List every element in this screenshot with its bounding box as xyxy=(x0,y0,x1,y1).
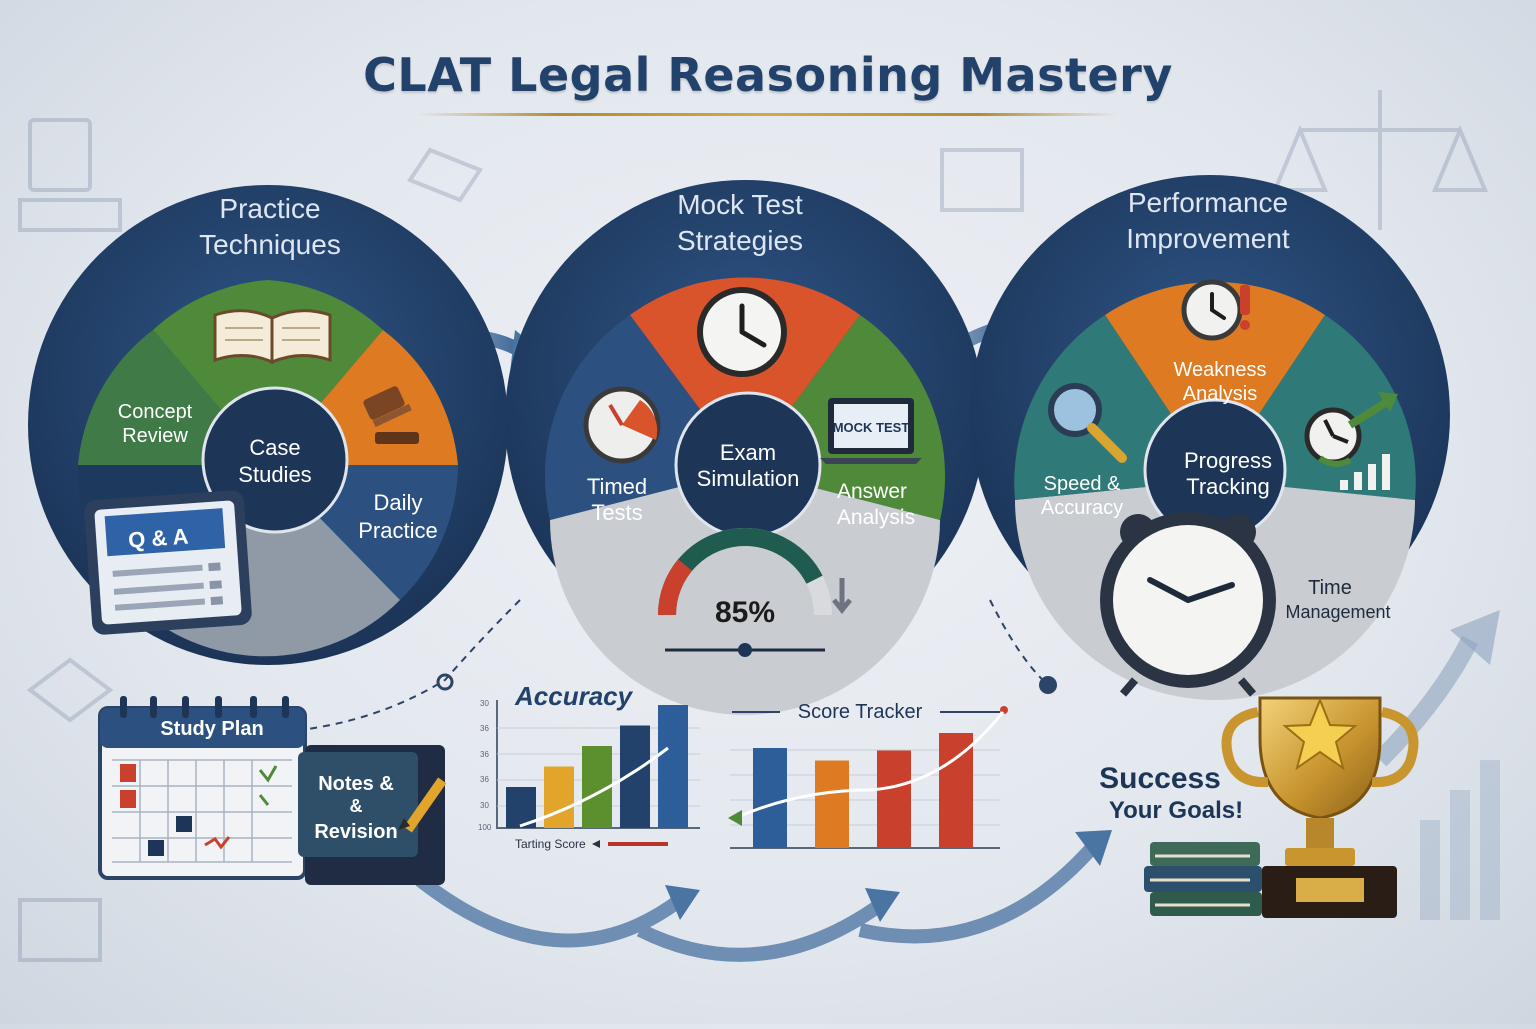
wheel-3-heading-line-1: Performance xyxy=(1128,187,1288,218)
study-plan-label: Study Plan xyxy=(160,718,263,740)
pencil-icon xyxy=(398,777,447,833)
alarm-clock-icon xyxy=(1100,512,1276,697)
accuracy-y-tick-3: 36 xyxy=(480,750,489,759)
study-plan-calendar: Study Plan xyxy=(98,696,307,880)
wheel-2-center-line-1: Exam xyxy=(720,440,776,465)
score-gauge: 85% xyxy=(657,528,852,657)
wheel-1-heading-line-1: Practice xyxy=(219,193,320,224)
clock-icon xyxy=(697,287,787,377)
wheel-1-concept-review-line-1: Concept xyxy=(118,401,193,423)
wheel-3-center-line-2: Tracking xyxy=(1186,474,1270,499)
laptop-icon: MOCK TEST xyxy=(820,398,922,464)
accuracy-y-tick-2: 36 xyxy=(480,724,489,733)
wheel-3-time-line-1: Time xyxy=(1308,577,1352,599)
wheel-2-heading-line-1: Mock Test xyxy=(677,189,803,220)
score-bar-4 xyxy=(939,733,973,848)
notes-label-line-3: Revision xyxy=(314,821,397,843)
accuracy-y-tick-1: 30 xyxy=(480,699,489,708)
wheel-3-time-line-2: Management xyxy=(1285,602,1390,622)
wheel-2-center-line-2: Simulation xyxy=(697,466,800,491)
books-icon xyxy=(1144,842,1262,916)
wheel-2-timed-tests-line-2: Tests xyxy=(591,500,642,525)
wheel-3-heading-line-2: Improvement xyxy=(1126,223,1290,254)
wheel-1-heading-line-2: Techniques xyxy=(199,229,341,260)
wheel-3-weakness-line-2: Analysis xyxy=(1183,383,1257,405)
accuracy-legend: Tarting Score xyxy=(515,837,586,851)
wheel-3-speed-accuracy-line-2: Accuracy xyxy=(1041,497,1123,519)
wheel-1-daily-practice-line-1: Daily xyxy=(374,490,423,515)
alert-clock-icon xyxy=(1181,279,1250,341)
accuracy-y-tick-5: 30 xyxy=(480,801,489,810)
laptop-label: MOCK TEST xyxy=(833,420,910,435)
book-icon xyxy=(213,309,332,365)
accuracy-bar-2 xyxy=(544,766,574,828)
wheel-2-answer-analysis-line-1: Answer xyxy=(837,480,907,503)
qa-card: Q & A xyxy=(84,490,252,635)
wheel-3-speed-accuracy-line-1: Speed & xyxy=(1044,473,1121,495)
progress-swoosh xyxy=(415,845,1096,962)
wheel-2-hub xyxy=(674,391,822,539)
stopwatch-icon xyxy=(583,386,661,464)
wheel-3-weakness-line-1: Weakness xyxy=(1173,359,1266,381)
wheel-mock-test-strategies: Mock Test Strategies Exam Simulation Tim… xyxy=(505,180,985,715)
wheel-2-answer-analysis-line-2: Analysis xyxy=(837,506,915,529)
accuracy-y-tick-4: 36 xyxy=(480,775,489,784)
gauge-value: 85% xyxy=(715,596,775,629)
wheel-1-center-line-1: Case xyxy=(249,435,300,460)
notes-revision-card: Notes & & Revision xyxy=(298,745,447,885)
success-line-1: Success xyxy=(1099,762,1221,795)
score-bar-1 xyxy=(753,748,787,848)
qa-card-label: Q & A xyxy=(127,524,189,553)
wheel-2-timed-tests-line-1: Timed xyxy=(587,474,647,499)
accuracy-y-tick-6: 100 xyxy=(478,823,492,832)
magnifier-icon xyxy=(1048,383,1127,463)
success-line-2: Your Goals! xyxy=(1109,797,1243,824)
wheel-performance-improvement: Performance Improvement Progress Trackin… xyxy=(970,175,1450,700)
score-tracker-chart: Score Tracker xyxy=(728,701,1008,849)
accuracy-chart: Accuracy 30 36 36 36 30 100 Tarting Scor… xyxy=(478,681,700,851)
wheel-2-heading-line-2: Strategies xyxy=(677,225,803,256)
trophy-icon xyxy=(1221,696,1419,918)
wheel-1-center-line-2: Studies xyxy=(238,462,311,487)
gavel-icon xyxy=(363,386,419,444)
accuracy-chart-title: Accuracy xyxy=(514,681,634,711)
wheel-practice-techniques: Practice Techniques Case Studies Concept… xyxy=(28,185,508,665)
notes-label-line-1: Notes & xyxy=(318,773,394,795)
wheel-1-daily-practice-line-2: Practice xyxy=(358,518,437,543)
growth-clock-icon xyxy=(1304,392,1398,490)
score-tracker-title: Score Tracker xyxy=(798,701,923,723)
wheel-1-concept-review-line-2: Review xyxy=(122,425,188,447)
notes-label-line-2: & xyxy=(350,796,363,816)
background-growth-bars xyxy=(1420,760,1500,920)
accuracy-bar-5 xyxy=(658,705,688,828)
score-bar-2 xyxy=(815,760,849,848)
score-bar-3 xyxy=(877,750,911,848)
page-title: CLAT Legal Reasoning Mastery xyxy=(363,48,1173,102)
title-underline xyxy=(418,113,1118,116)
wheel-3-center-line-1: Progress xyxy=(1184,448,1272,473)
